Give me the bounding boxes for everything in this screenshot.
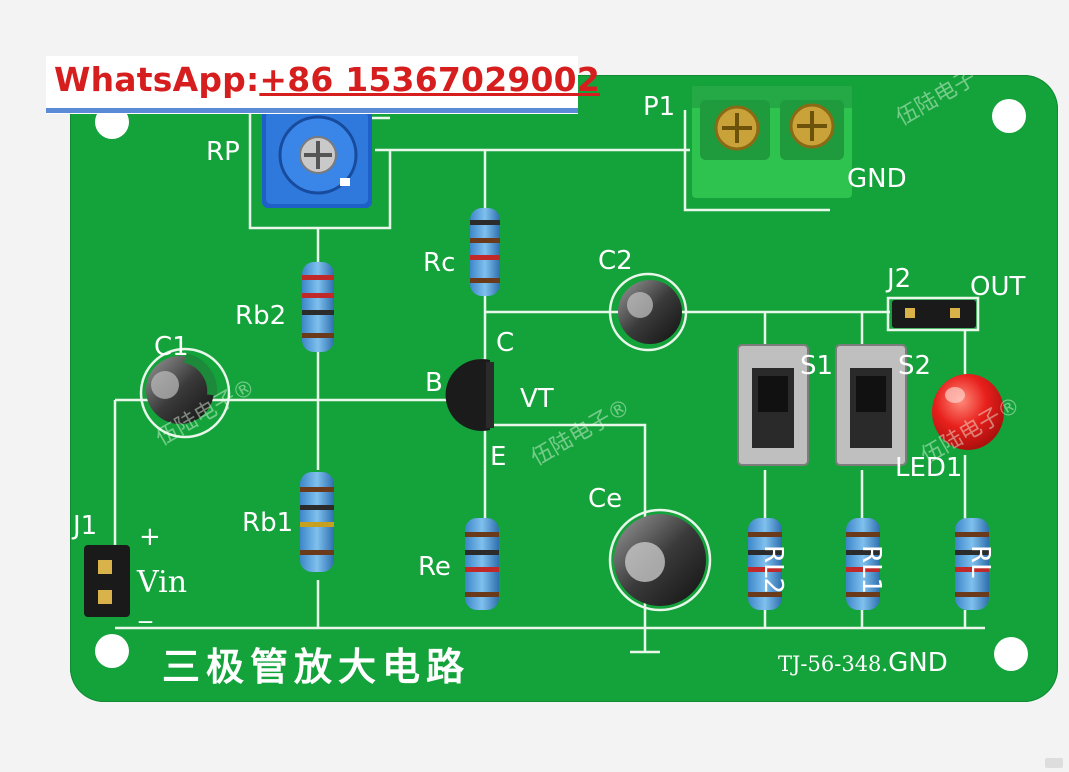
corner-marker — [1045, 758, 1063, 768]
board-model-gnd: GND — [888, 648, 948, 678]
label-p1: P1 — [643, 92, 676, 122]
header-j2 — [892, 300, 976, 328]
label-rb1: Rb1 — [242, 508, 294, 538]
resistor-rb1 — [300, 472, 334, 572]
resistor-rl1 — [846, 518, 880, 610]
label-s2: S2 — [898, 351, 932, 381]
label-rp: RP — [206, 137, 240, 167]
board-model-code: TJ-56-348. — [778, 652, 889, 676]
resistor-rb2 — [302, 262, 334, 352]
slide-switch-s2 — [835, 344, 907, 466]
label-rl1: RL1 — [856, 545, 886, 595]
capacitor-ce — [614, 514, 706, 606]
label-j1: J1 — [73, 511, 98, 541]
resistor-rl2 — [748, 518, 782, 610]
label-minus: _ — [139, 594, 152, 624]
potentiometer-rp — [262, 108, 372, 208]
label-vin: Vin — [137, 565, 188, 600]
terminal-block-p1 — [692, 86, 852, 198]
capacitor-c2 — [618, 280, 682, 344]
whatsapp-prefix: WhatsApp: — [54, 60, 260, 99]
label-plus: + — [139, 522, 161, 552]
whatsapp-watermark: WhatsApp:+86 15367029002 — [54, 60, 600, 99]
mounting-hole — [994, 637, 1028, 671]
label-gnd-top: GND — [847, 164, 907, 194]
label-led1: LED1 — [895, 453, 963, 483]
transistor-vt — [445, 359, 494, 432]
whatsapp-phone: +86 15367029002 — [259, 60, 600, 99]
label-c2: C2 — [598, 246, 633, 276]
board-model: TJ-56-348.GND — [778, 650, 948, 676]
board-title: 三极管放大电路 — [162, 644, 471, 689]
resistor-rl — [955, 518, 989, 610]
label-rl2: RL2 — [758, 545, 788, 595]
label-rc: Rc — [423, 248, 456, 278]
resistor-re — [465, 518, 499, 610]
slide-switch-s1 — [737, 344, 809, 466]
label-vt: VT — [520, 384, 554, 414]
led1 — [932, 374, 1004, 450]
label-j2: J2 — [887, 264, 912, 294]
label-c1: C1 — [154, 332, 189, 362]
capacitor-c1 — [146, 353, 218, 424]
label-ce: Ce — [588, 484, 623, 514]
header-j1 — [84, 545, 130, 617]
mounting-hole — [95, 634, 129, 668]
label-re: Re — [418, 552, 451, 582]
watermark-underline — [46, 108, 578, 113]
label-b: B — [425, 368, 443, 398]
watermark-background — [46, 56, 578, 114]
resistor-rc — [470, 208, 500, 296]
label-rl: RL — [965, 545, 995, 578]
label-out: OUT — [970, 272, 1026, 302]
label-s1: S1 — [800, 351, 834, 381]
label-e: E — [490, 442, 507, 472]
label-c: C — [496, 328, 515, 358]
label-rb2: Rb2 — [235, 301, 287, 331]
mounting-hole — [992, 99, 1026, 133]
